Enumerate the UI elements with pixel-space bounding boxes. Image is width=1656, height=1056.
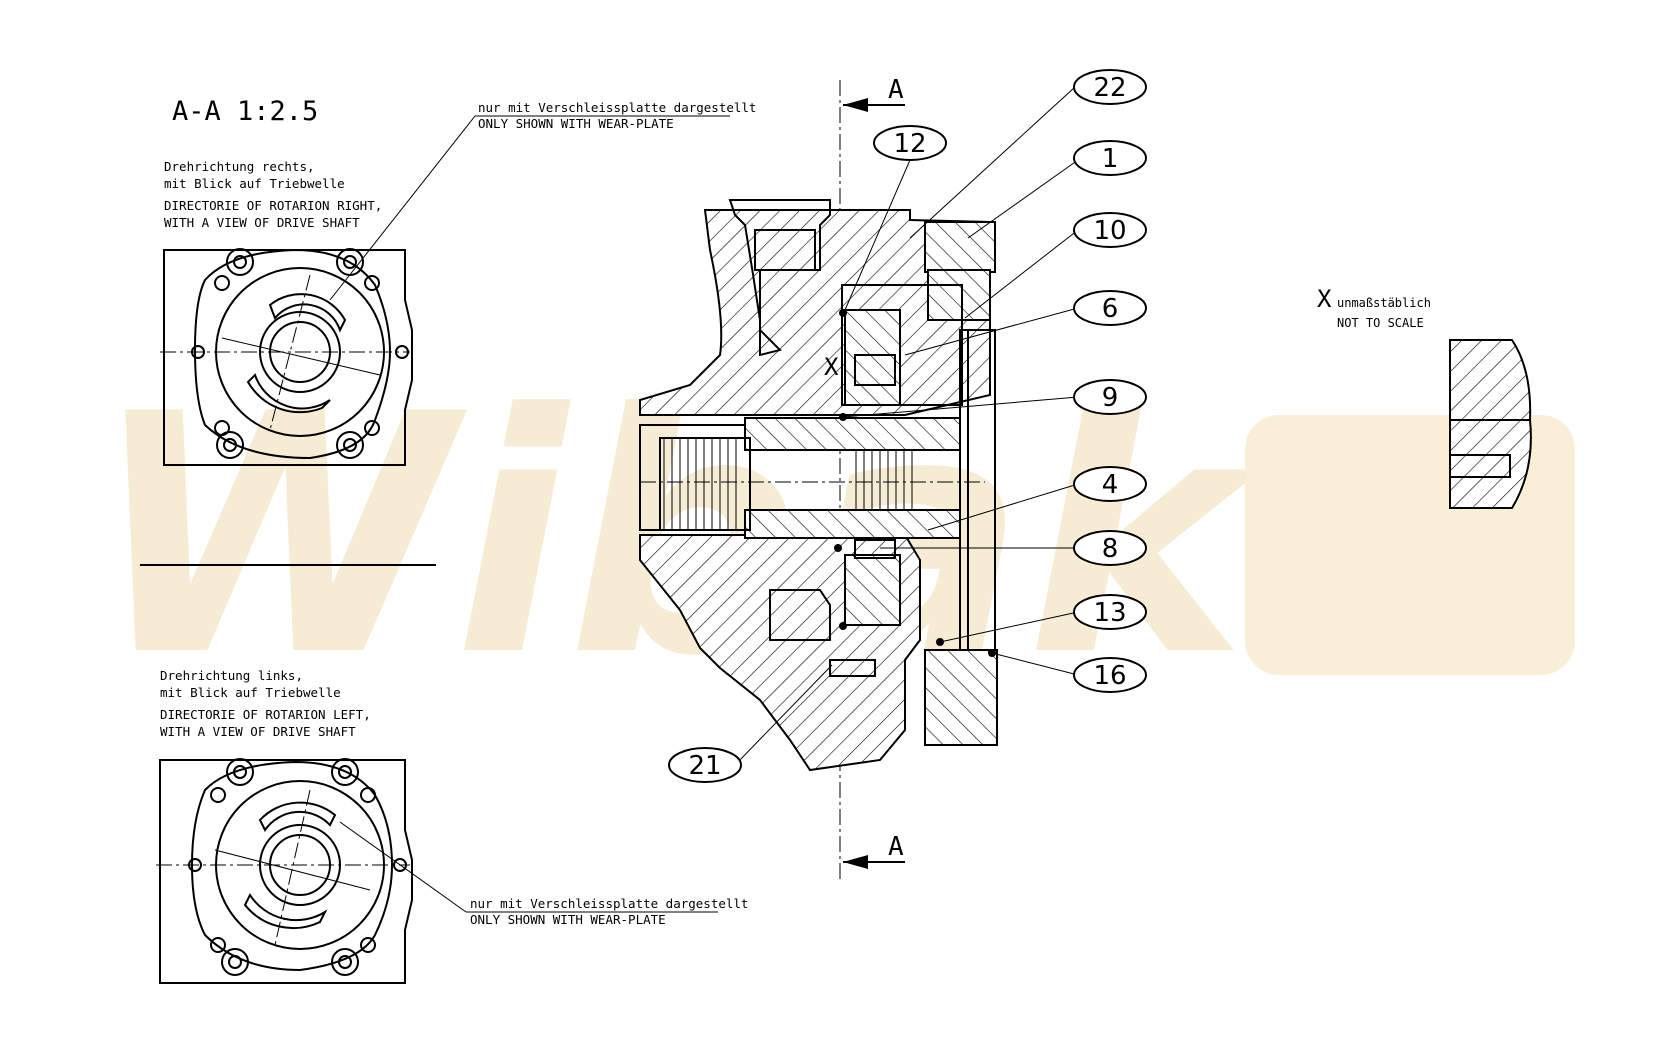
rotation-right-de-2: mit Blick auf Triebwelle (164, 176, 345, 191)
rotation-right-de-1: Drehrichtung rechts, (164, 159, 315, 174)
wear-plate-note-en-left: ONLY SHOWN WITH WEAR-PLATE (470, 912, 666, 927)
rotation-right-en-2: WITH A VIEW OF DRIVE SHAFT (164, 215, 360, 230)
svg-text:13: 13 (1093, 598, 1126, 628)
callout-4: 4 (1073, 466, 1147, 502)
svg-text:1: 1 (1102, 144, 1119, 174)
svg-text:9: 9 (1102, 383, 1119, 413)
svg-text:12: 12 (893, 129, 926, 159)
svg-text:22: 22 (1093, 73, 1126, 103)
callout-bubbles: 22 12 1 10 6 9 4 8 13 16 21 (668, 69, 1147, 783)
callout-6: 6 (1073, 290, 1147, 326)
callout-12: 12 (873, 125, 947, 161)
spline-teeth (663, 438, 913, 530)
detail-x: X unmaßstäblich NOT TO SCALE (1317, 285, 1532, 509)
rotation-right-en-1: DIRECTORIE OF ROTARION RIGHT, (164, 198, 382, 213)
wear-plate-note-de: nur mit Verschleissplatte dargestellt (478, 100, 756, 115)
callout-13: 13 (1073, 594, 1147, 630)
rotation-left-en-1: DIRECTORIE OF ROTARION LEFT, (160, 707, 371, 722)
leader-lines (734, 86, 1079, 766)
callout-8: 8 (1073, 530, 1147, 566)
housing-outline-left (159, 759, 413, 984)
housing-outline-right (163, 249, 413, 466)
wear-plate-note-de-left: nur mit Verschleissplatte dargestellt (470, 896, 748, 911)
svg-text:21: 21 (688, 751, 721, 781)
section-title: A-A 1:2.5 (172, 96, 318, 127)
svg-text:8: 8 (1102, 534, 1119, 564)
svg-text:4: 4 (1102, 470, 1119, 500)
view-rotation-right: Drehrichtung rechts, mit Blick auf Trieb… (160, 100, 756, 466)
plug-10 (927, 269, 991, 321)
rotation-left-en-2: WITH A VIEW OF DRIVE SHAFT (160, 724, 356, 739)
wear-plate-note-en: ONLY SHOWN WITH WEAR-PLATE (478, 116, 674, 131)
section-mark-bottom: A (888, 832, 904, 862)
detail-x-letter: X (1317, 285, 1332, 313)
callout-10: 10 (1073, 212, 1147, 248)
detail-x-subtitle-en: NOT TO SCALE (1337, 316, 1424, 330)
callout-1: 1 (1073, 140, 1147, 176)
callout-16: 16 (1073, 657, 1147, 693)
detail-x-mark: X (824, 353, 839, 381)
svg-text:16: 16 (1093, 661, 1126, 691)
svg-text:10: 10 (1093, 216, 1126, 246)
bolt-holes-left (188, 758, 407, 976)
svg-text:6: 6 (1102, 294, 1119, 324)
end-cover-bottom (924, 649, 998, 746)
callout-21: 21 (668, 747, 742, 783)
callout-9: 9 (1073, 379, 1147, 415)
detail-x-part (1449, 339, 1532, 421)
section-mark-top: A (888, 75, 904, 105)
gear-upper (844, 309, 901, 406)
detail-x-subtitle-de: unmaßstäblich (1337, 296, 1431, 310)
rotation-left-de-2: mit Blick auf Triebwelle (160, 685, 341, 700)
view-rotation-left: Drehrichtung links, mit Blick auf Triebw… (156, 668, 748, 984)
end-cover-top (924, 221, 996, 273)
housing-upper-section (639, 209, 991, 416)
gear-lower (844, 554, 901, 626)
callout-22: 22 (1073, 69, 1147, 105)
section-view: A A (639, 75, 998, 880)
rotation-left-de-1: Drehrichtung links, (160, 668, 303, 683)
